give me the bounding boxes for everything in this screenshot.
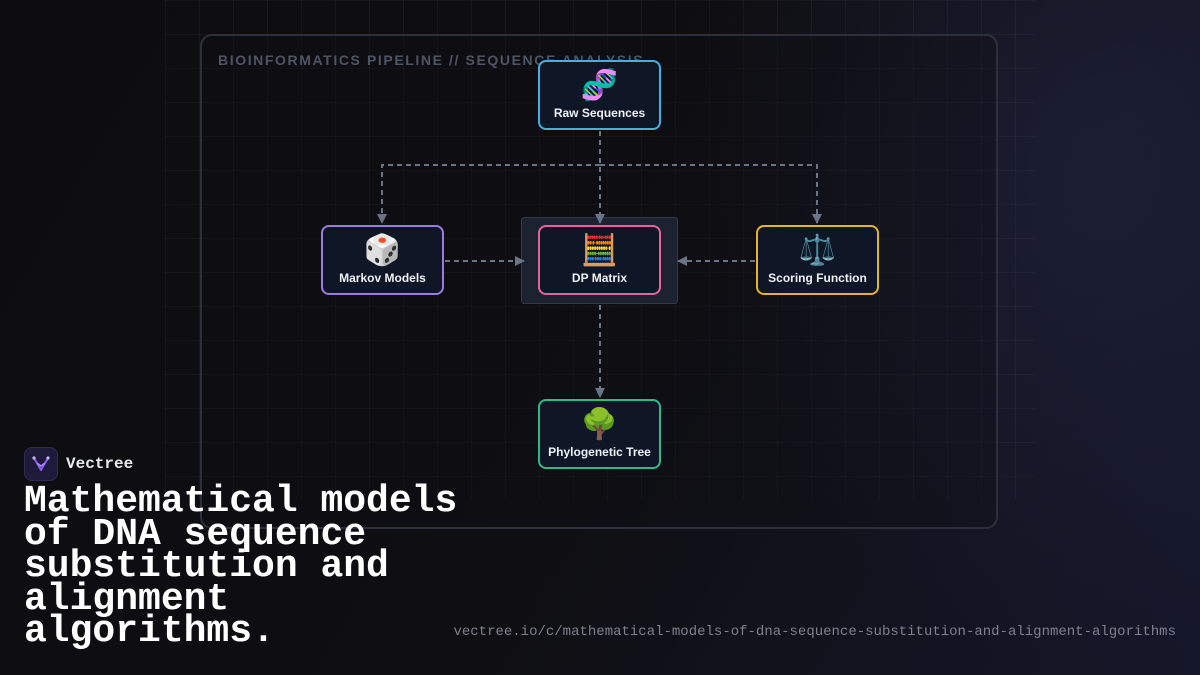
node-label: Phylogenetic Tree (548, 445, 651, 459)
headline: Mathematical models of DNA sequence subs… (24, 480, 458, 653)
edge-raw-to-scoring (600, 164, 822, 224)
node-scoring-function: ⚖️ Scoring Function (756, 225, 879, 295)
node-label: DP Matrix (571, 271, 628, 285)
node-dp-matrix: 🧮 DP Matrix (538, 225, 661, 295)
edge-raw-to-markov (377, 164, 600, 224)
tree-icon: 🌳 (580, 408, 619, 441)
balance-scale-icon: ⚖️ (798, 234, 837, 267)
brand-name: Vectree (66, 455, 134, 473)
node-label: Raw Sequences (553, 106, 646, 120)
node-label: Scoring Function (768, 271, 867, 285)
vectree-logo-icon (24, 447, 58, 481)
page-url[interactable]: vectree.io/c/mathematical-models-of-dna-… (453, 624, 1176, 640)
brand: Vectree (24, 447, 133, 481)
diagram-title: BIOINFORMATICS PIPELINE // SEQUENCE ANAL… (218, 52, 645, 68)
dice-icon: 🎲 (363, 234, 402, 267)
dna-icon: 🧬 (580, 69, 619, 102)
node-phylogenetic-tree: 🌳 Phylogenetic Tree (538, 399, 661, 469)
node-markov-models: 🎲 Markov Models (321, 225, 444, 295)
node-label: Markov Models (339, 271, 426, 285)
background-glow (700, 0, 1200, 675)
abacus-icon: 🧮 (580, 234, 619, 267)
node-raw-sequences: 🧬 Raw Sequences (538, 60, 661, 130)
